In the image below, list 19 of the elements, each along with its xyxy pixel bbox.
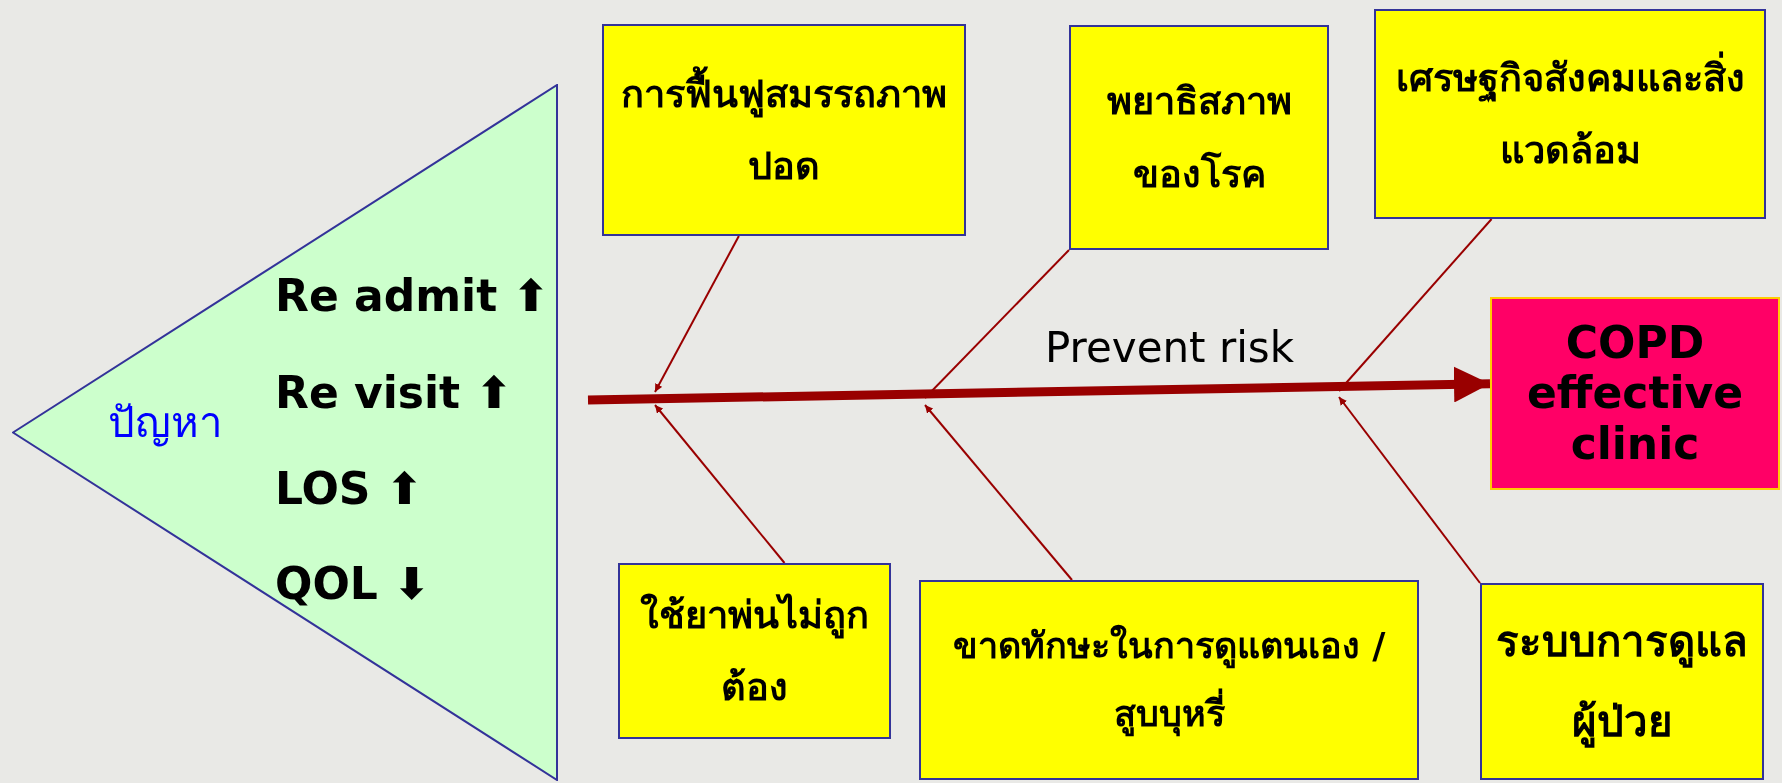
bone-arrow <box>924 249 1070 399</box>
cause-box: การฟื้นฟูสมรรถภาพปอด <box>602 24 966 236</box>
bone-arrow <box>654 235 740 393</box>
bone-arrow <box>654 404 786 564</box>
bone-arrow <box>924 404 1073 581</box>
cause-box: เศรษฐกิจสังคมและสิ่งแวดล้อม <box>1374 9 1766 219</box>
bone-arrow <box>1338 396 1481 584</box>
edge-label: Prevent risk <box>1045 327 1295 369</box>
cause-box: พยาธิสภาพของโรค <box>1069 25 1329 250</box>
indicator-text: Re admit ⬆ <box>275 274 550 318</box>
indicator-text: LOS ⬆ <box>275 467 423 511</box>
indicator-text: QOL ⬇ <box>275 562 431 606</box>
spine-arrow <box>587 366 1491 405</box>
bone-arrow <box>1338 218 1493 392</box>
cause-box: ระบบการดูแลผู้ป่วย <box>1480 583 1764 780</box>
cause-box: ใช้ยาพ่นไม่ถูกต้อง <box>618 563 891 739</box>
cause-box: ขาดทักษะในการดูแตนเอง / สูบบุหรี่ <box>919 580 1419 780</box>
indicator-text: Re visit ⬆ <box>275 371 513 415</box>
goal-box: COPD effective clinic <box>1490 297 1780 490</box>
